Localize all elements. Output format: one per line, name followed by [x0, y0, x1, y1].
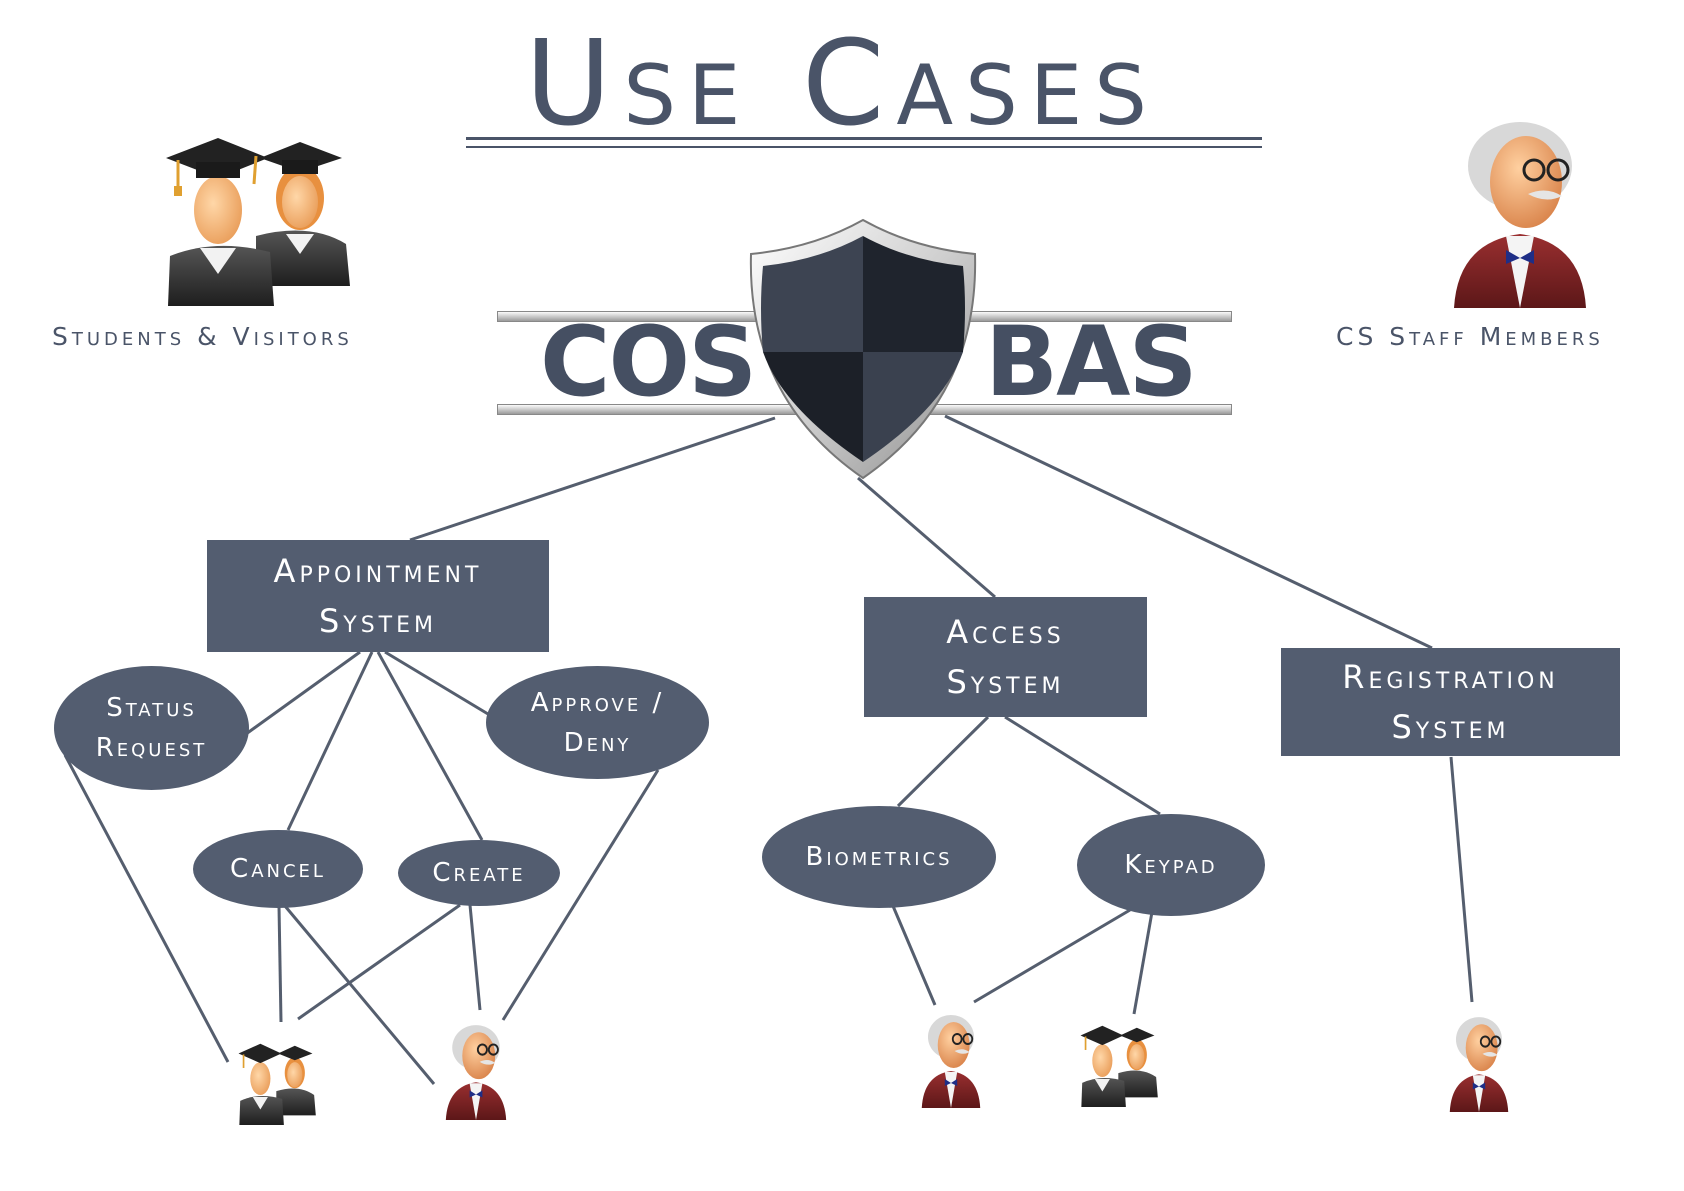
connector-appointment-status [245, 650, 361, 736]
logo-word-left: COS [540, 306, 757, 418]
page-title: Use Cases [525, 14, 1159, 152]
professor-icon [921, 1015, 981, 1108]
connector-appointment-approve [384, 650, 489, 716]
connector-keypad-student [1132, 911, 1154, 1015]
approve-deny-line2: Deny [563, 727, 632, 758]
cancel-label: Cancel [230, 854, 326, 884]
access-system-line2: System [946, 663, 1065, 701]
connector-status-student [63, 754, 230, 1063]
connector-logo-registration [944, 414, 1433, 650]
students-visitors-label: Students & Visitors [52, 322, 353, 351]
graduates-icon [1080, 1025, 1158, 1108]
biometrics-label: Biometrics [805, 842, 953, 872]
connector-create-staff [468, 904, 482, 1011]
graduates-icon [238, 1043, 316, 1126]
approve-deny-use-case: Approve / Deny [486, 666, 709, 779]
registration-system-line1: Registration [1342, 658, 1559, 696]
approve-deny-line1: Approve / [530, 687, 665, 718]
access-system-line1: Access [946, 613, 1065, 651]
create-use-case: Create [398, 840, 560, 906]
cs-staff-members-label: CS Staff Members [1336, 322, 1604, 351]
title-underline [466, 137, 1262, 140]
logo-word-right: BAS [985, 306, 1198, 418]
appointment-system-line2: System [318, 602, 438, 640]
registration-system-line2: System [1391, 708, 1510, 746]
status-request-line2: Request [95, 733, 208, 763]
connector-cancel-staff [283, 905, 436, 1085]
keypad-use-case: Keypad [1077, 814, 1265, 916]
cancel-use-case: Cancel [193, 830, 363, 908]
professor-icon [1449, 1017, 1509, 1112]
shield-icon [749, 218, 977, 480]
professor-icon [1454, 122, 1586, 308]
status-request-use-case: Status Request [54, 666, 249, 790]
connector-logo-appointment [409, 416, 776, 542]
graduates-icon [166, 138, 350, 306]
connector-registration-staff [1449, 756, 1474, 1003]
access-system-box: Access System [864, 597, 1147, 717]
connector-biometrics-staff [891, 905, 937, 1006]
connector-create-student [297, 903, 461, 1021]
appointment-system-line1: Appointment [273, 552, 483, 590]
connector-keypad-staff [973, 908, 1131, 1004]
status-request-line1: Status [106, 693, 197, 723]
biometrics-use-case: Biometrics [762, 806, 996, 908]
connector-appointment-cancel [286, 651, 374, 831]
connector-cancel-student [277, 905, 283, 1023]
connector-logo-access [857, 476, 996, 599]
professor-icon [445, 1025, 507, 1120]
connector-access-keypad [1004, 715, 1161, 816]
create-label: Create [432, 858, 526, 888]
connector-access-biometrics [896, 715, 990, 808]
registration-system-box: Registration System [1281, 648, 1620, 756]
title-underline-secondary [466, 146, 1262, 148]
connector-appointment-create [376, 651, 484, 841]
connector-approve-staff [501, 769, 660, 1021]
appointment-system-box: Appointment System [207, 540, 549, 652]
keypad-label: Keypad [1124, 850, 1218, 880]
